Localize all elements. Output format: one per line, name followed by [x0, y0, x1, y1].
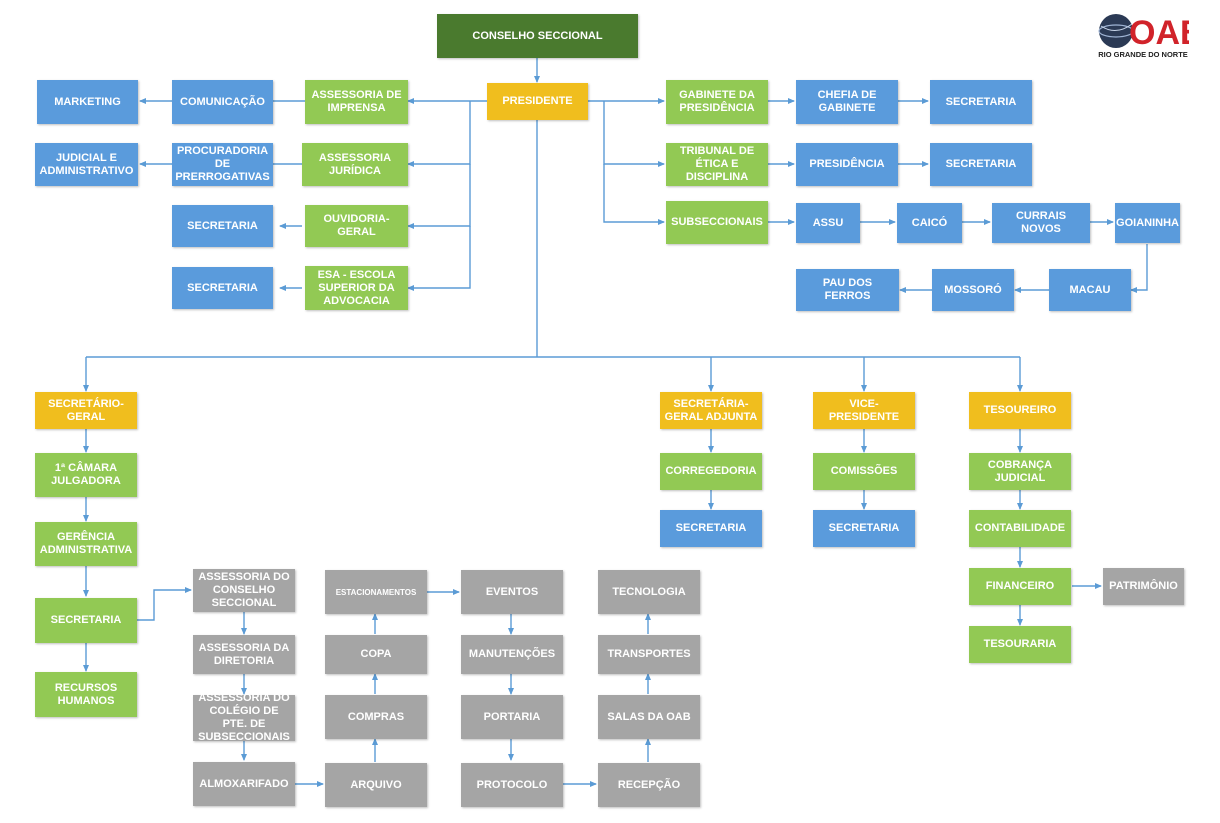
- node-cobranca-judicial: COBRANÇA JUDICIAL: [969, 453, 1071, 490]
- node-tesouraria: TESOURARIA: [969, 626, 1071, 663]
- node-tecnologia: TECNOLOGIA: [598, 570, 700, 614]
- node-pau-dos-ferros: PAU DOS FERROS: [796, 269, 899, 311]
- node-chefia-gabinete: CHEFIA DE GABINETE: [796, 80, 898, 124]
- node-gerencia-administrativa: GERÊNCIA ADMINISTRATIVA: [35, 522, 137, 566]
- node-recepcao: RECEPÇÃO: [598, 763, 700, 807]
- node-camara-julgadora: 1ª CÂMARA JULGADORA: [35, 453, 137, 497]
- node-almoxarifado: ALMOXARIFADO: [193, 762, 295, 806]
- node-patrimonio: PATRIMÔNIO: [1103, 568, 1184, 605]
- node-subseccionais: SUBSECCIONAIS: [666, 201, 768, 244]
- node-vice-secretaria: SECRETARIA: [813, 510, 915, 547]
- node-secretaria-geral-adjunta: SECRETÁRIA-GERAL ADJUNTA: [660, 392, 762, 429]
- node-caico: CAICÓ: [897, 203, 962, 243]
- node-goianinha: GOIANINHA: [1115, 203, 1180, 243]
- node-ouvidoria-geral: OUVIDORIA-GERAL: [305, 205, 408, 247]
- node-marketing: MARKETING: [37, 80, 138, 124]
- node-ouvidoria-secretaria: SECRETARIA: [172, 205, 273, 247]
- oab-logo-mark: OAB: [1098, 14, 1205, 52]
- node-secretario-geral: SECRETÁRIO-GERAL: [35, 392, 137, 429]
- node-assessoria-diretoria: ASSESSORIA DA DIRETORIA: [193, 635, 295, 674]
- node-conselho-seccional: CONSELHO SECCIONAL: [437, 14, 638, 58]
- node-compras: COMPRAS: [325, 695, 427, 739]
- node-recursos-humanos: RECURSOS HUMANOS: [35, 672, 137, 717]
- node-arquivo: ARQUIVO: [325, 763, 427, 807]
- logo-subtitle: RIO GRANDE DO NORTE: [1098, 50, 1188, 59]
- node-comissoes: COMISSÕES: [813, 453, 915, 490]
- node-mossoro: MOSSORÓ: [932, 269, 1014, 311]
- node-assessoria-colegio: ASSESSORIA DO COLÉGIO DE PTE. DE SUBSECC…: [193, 692, 295, 743]
- node-esa: ESA - ESCOLA SUPERIOR DA ADVOCACIA: [305, 266, 408, 310]
- node-presidente: PRESIDENTE: [487, 83, 588, 120]
- node-salas-oab: SALAS DA OAB: [598, 695, 700, 739]
- node-eventos: EVENTOS: [461, 570, 563, 614]
- node-assessoria-juridica: ASSESSORIA JURÍDICA: [302, 143, 408, 186]
- node-manutencoes: MANUTENÇÕES: [461, 635, 563, 674]
- node-assessoria-imprensa: ASSESSORIA DE IMPRENSA: [305, 80, 408, 124]
- node-currais-novos: CURRAIS NOVOS: [992, 203, 1090, 243]
- node-portaria: PORTARIA: [461, 695, 563, 739]
- node-assessoria-conselho: ASSESSORIA DO CONSELHO SECCIONAL: [193, 569, 295, 612]
- node-copa: COPA: [325, 635, 427, 674]
- node-financeiro: FINANCEIRO: [969, 568, 1071, 605]
- node-comunicacao: COMUNICAÇÃO: [172, 80, 273, 124]
- node-tribunal-presidencia: PRESIDÊNCIA: [796, 143, 898, 186]
- node-gabinete-presidencia: GABINETE DA PRESIDÊNCIA: [666, 80, 768, 124]
- node-assu: ASSU: [796, 203, 860, 243]
- node-esa-secretaria: SECRETARIA: [172, 267, 273, 309]
- node-transportes: TRANSPORTES: [598, 635, 700, 674]
- node-estacionamentos: ESTACIONAMENTOS: [325, 570, 427, 614]
- oab-logo-wordmark: OAB: [1129, 14, 1189, 50]
- node-vice-presidente: VICE-PRESIDENTE: [813, 392, 915, 429]
- node-contabilidade: CONTABILIDADE: [969, 510, 1071, 547]
- node-tesoureiro: TESOUREIRO: [969, 392, 1071, 429]
- node-procuradoria-prerrogativas: PROCURADORIA DE PRERROGATIVAS: [172, 143, 273, 186]
- node-gabinete-secretaria: SECRETARIA: [930, 80, 1032, 124]
- node-sg-secretaria: SECRETARIA: [35, 598, 137, 643]
- node-corregedoria: CORREGEDORIA: [660, 453, 762, 490]
- node-adjunta-secretaria: SECRETARIA: [660, 510, 762, 547]
- node-protocolo: PROTOCOLO: [461, 763, 563, 807]
- node-tribunal-secretaria: SECRETARIA: [930, 143, 1032, 186]
- node-macau: MACAU: [1049, 269, 1131, 311]
- node-tribunal-etica: TRIBUNAL DE ÉTICA E DISCIPLINA: [666, 143, 768, 186]
- node-judicial-administrativo: JUDICIAL E ADMINISTRATIVO: [35, 143, 138, 186]
